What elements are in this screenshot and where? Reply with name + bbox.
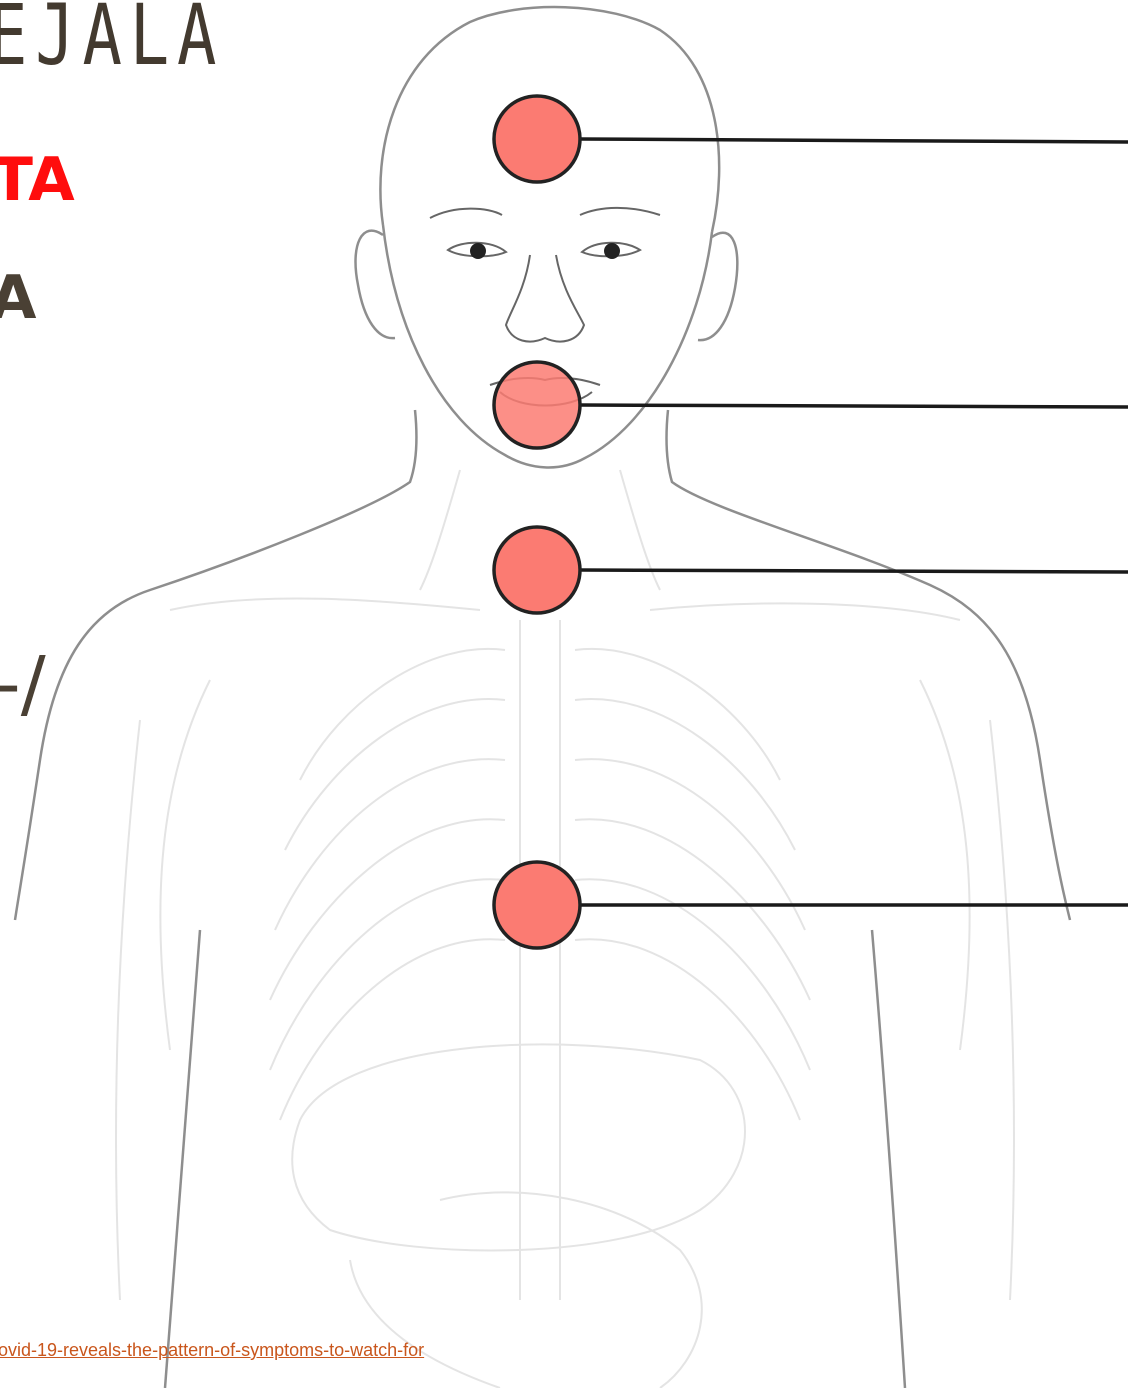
highlight-heading: TA: [0, 145, 75, 215]
slide-title: EJALA: [0, 0, 224, 84]
marker-throat: [494, 527, 580, 613]
connector-throat: [580, 570, 1128, 572]
connector-head: [580, 139, 1128, 142]
marker-mouth: [494, 362, 580, 448]
connector-mouth: [580, 405, 1128, 407]
partial-text: -/: [0, 641, 46, 727]
source-link[interactable]: ovid-19-reveals-the-pattern-of-symptoms-…: [0, 1340, 424, 1361]
symptom-markers: [494, 96, 580, 948]
marker-chest: [494, 862, 580, 948]
subheading: A: [0, 263, 36, 333]
marker-head: [494, 96, 580, 182]
